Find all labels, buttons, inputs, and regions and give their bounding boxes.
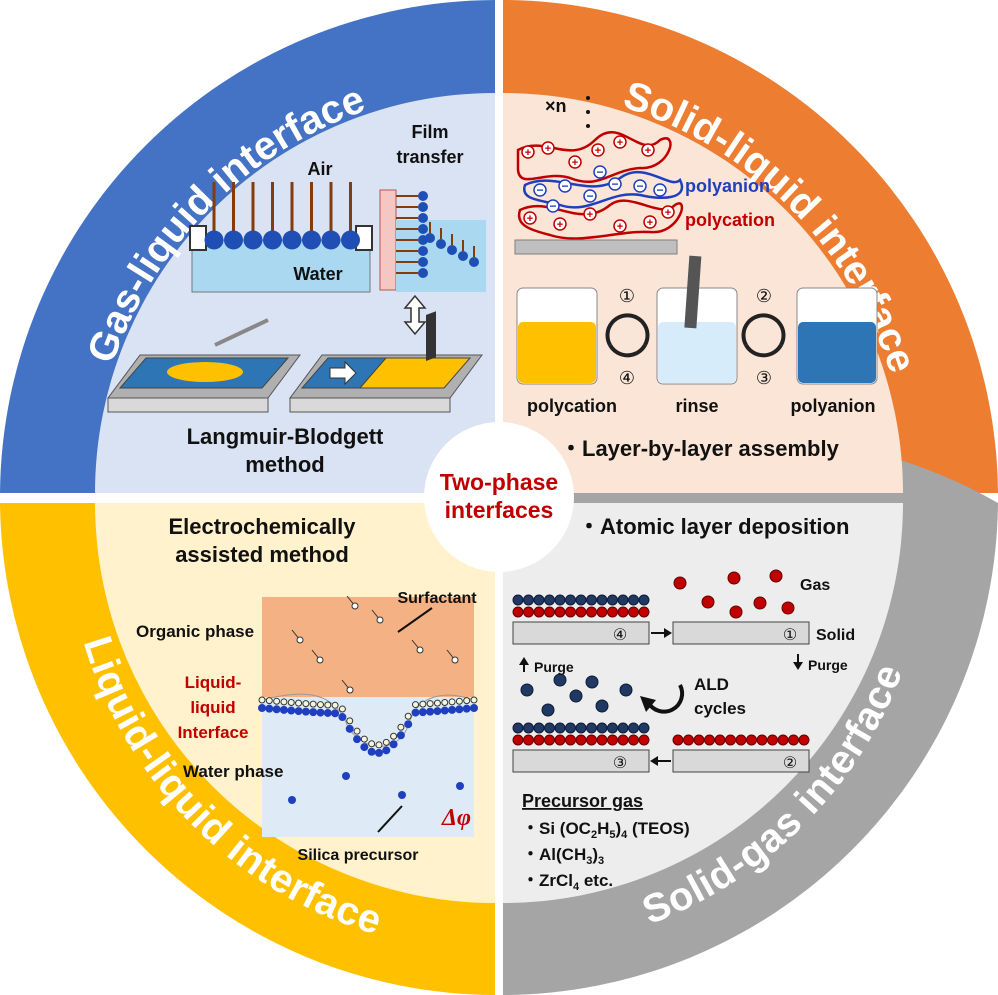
gas-label: Gas <box>800 577 830 594</box>
organic-phase-label: Organic phase <box>136 622 254 641</box>
lbl-beakers: ① ④ ② ③ <box>516 255 878 388</box>
delta-phi-label: Δφ <box>441 805 471 831</box>
double-arrow-icon <box>403 294 427 336</box>
surfactant-label: Surfactant <box>397 590 477 607</box>
svg-text:−: − <box>536 183 543 197</box>
svg-text:+: + <box>595 145 601 157</box>
ald-cycles-line1: ALD <box>694 675 729 694</box>
right-arrow-icon <box>329 360 357 386</box>
svg-text:+: + <box>647 217 653 229</box>
svg-text:+: + <box>545 143 551 155</box>
beaker-polyanion-label: polyanion <box>791 396 876 416</box>
svg-text:−: − <box>596 165 603 179</box>
svg-text:+: + <box>527 213 533 225</box>
film-label: Film <box>411 122 448 142</box>
repeat-label: ×n <box>545 96 567 116</box>
ald-cycles-line2: cycles <box>694 699 746 718</box>
center-circle <box>424 422 574 572</box>
svg-text:+: + <box>645 145 651 157</box>
purge-right-label: Purge <box>808 657 848 673</box>
beaker-rinse-label: rinse <box>675 396 718 416</box>
svg-text:−: − <box>636 179 643 193</box>
water-phase-label: Water phase <box>183 762 283 781</box>
amphiphile-head <box>341 230 360 250</box>
step1-label: ① <box>619 286 635 306</box>
lb-trough-illustration: Air Water <box>189 159 373 293</box>
purge-left-label: Purge <box>534 659 574 675</box>
film-transfer-illustration: Film transfer <box>379 122 486 336</box>
svg-text:+: + <box>617 221 623 233</box>
liquid-liquid-illustration: Surfactant Organic phase Liquid- liquid … <box>136 590 478 864</box>
svg-text:+: + <box>557 219 563 231</box>
svg-text:+: + <box>572 157 578 169</box>
ec-title-line2: assisted method <box>175 542 349 567</box>
ec-title-line1: Electrochemically <box>168 514 356 539</box>
solid-label: Solid <box>816 627 855 644</box>
polyelectrolyte-illustration: ×n ++++++++++++−−−−−−−− polyanion polyca… <box>514 96 775 255</box>
ald-step1: ① <box>783 627 797 644</box>
svg-text:+: + <box>587 209 593 221</box>
ll-interface-line2: liquid <box>190 698 235 717</box>
svg-text:−: − <box>561 179 568 193</box>
ald-step2: ② <box>783 755 797 772</box>
step4-label: ④ <box>619 368 635 388</box>
amphiphile-head <box>302 230 321 250</box>
amphiphile-head <box>282 230 302 250</box>
svg-text:+: + <box>665 207 671 219</box>
center-title-line2: interfaces <box>445 497 554 523</box>
ald-illustration: ④ ① ③ ② Gas Solid Purge Purge ALD cycles… <box>512 569 855 893</box>
lb-troughs-3d <box>107 311 483 413</box>
svg-text:+: + <box>525 147 531 159</box>
step2-label: ② <box>756 286 772 306</box>
svg-text:−: − <box>586 189 593 203</box>
amphiphile-head <box>204 230 224 250</box>
transfer-label: transfer <box>396 147 463 167</box>
beaker-polycation-label: polycation <box>527 396 617 416</box>
svg-text:+: + <box>617 137 623 149</box>
center-title-line1: Two-phase <box>440 469 558 495</box>
svg-text:−: − <box>549 199 556 213</box>
precursor-teos: ・Si (OC2H5)4 (TEOS) <box>522 819 690 841</box>
amphiphile-head <box>243 230 263 250</box>
ald-step4: ④ <box>613 627 627 644</box>
lbl-method-label: ・Layer-by-layer assembly <box>560 436 840 461</box>
lb-method-line1: Langmuir-Blodgett <box>187 424 384 449</box>
polyanion-legend: polyanion <box>685 176 770 196</box>
precursor-zrcl4: ・ZrCl4 etc. <box>522 871 613 893</box>
lb-method-line2: method <box>245 452 324 477</box>
air-label: Air <box>307 159 332 179</box>
ll-interface-line1: Liquid- <box>185 673 242 692</box>
water-label: Water <box>293 264 342 284</box>
ald-step3: ③ <box>613 755 627 772</box>
ll-interface-line3: Interface <box>178 723 249 742</box>
ald-method-label: ・Atomic layer deposition <box>578 514 849 539</box>
polycation-legend: polycation <box>685 210 775 230</box>
step3-label: ③ <box>756 368 772 388</box>
svg-text:−: − <box>611 177 618 191</box>
amphiphile-head <box>224 230 243 250</box>
precursor-title: Precursor gas <box>522 791 643 811</box>
amphiphile-head <box>321 230 341 250</box>
amphiphile-head <box>263 230 282 250</box>
silica-precursor-label: Silica precursor <box>298 847 419 864</box>
precursor-tma: ・Al(CH3)3 <box>522 845 604 867</box>
svg-text:−: − <box>656 183 663 197</box>
